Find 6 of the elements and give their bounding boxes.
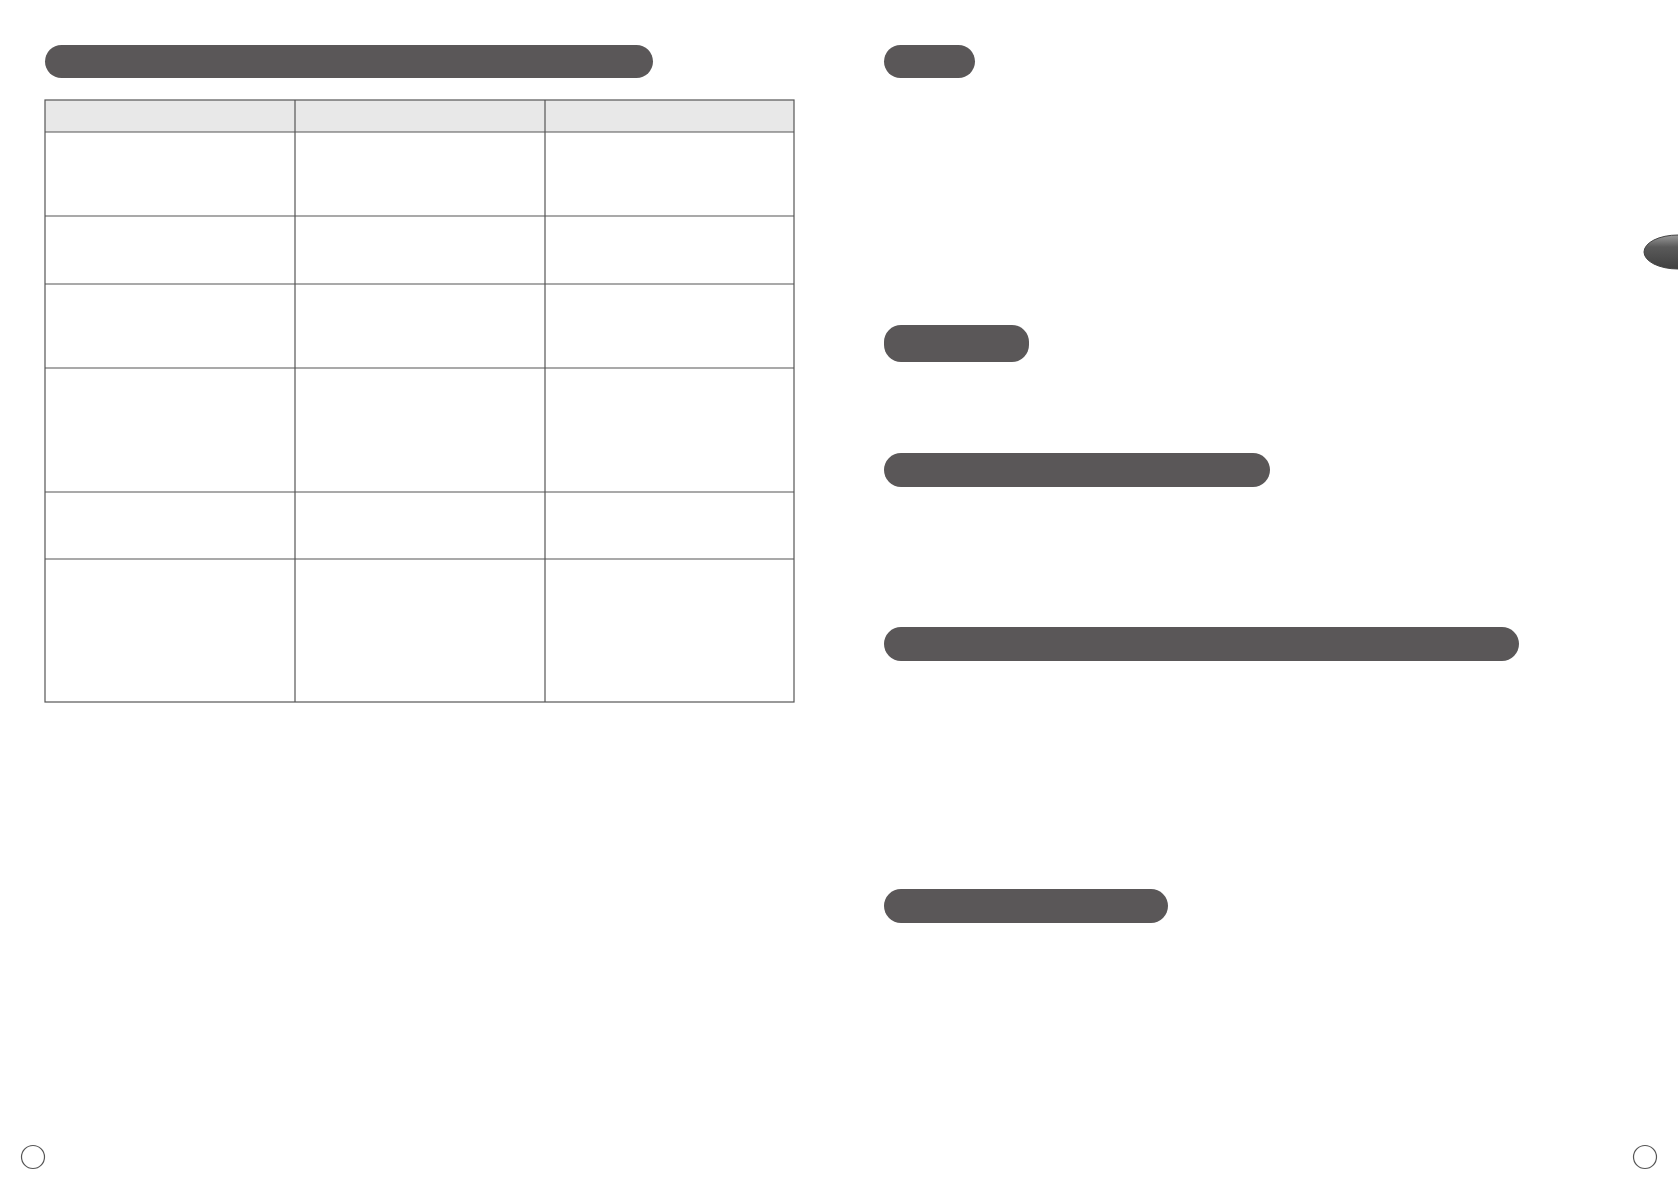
heading-bar (884, 889, 1168, 923)
heading-bar (884, 453, 1270, 487)
heading-bar (884, 45, 975, 78)
heading-bar (884, 325, 1029, 362)
heading-bar (45, 45, 653, 78)
heading-bar (884, 627, 1519, 661)
